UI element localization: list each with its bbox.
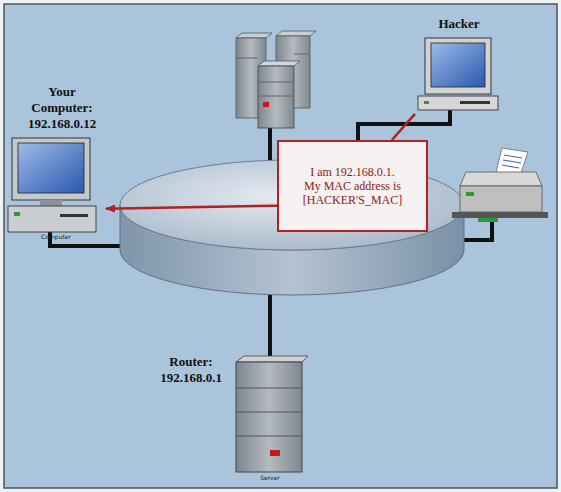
red-connector xyxy=(106,206,277,209)
hacker-node: Hacker xyxy=(415,12,503,116)
node-label: Your Computer: 192.168.0.12 xyxy=(22,84,102,132)
printer xyxy=(452,148,548,222)
router-tower xyxy=(236,356,308,472)
router-node: Router: 192.168.0.1Server xyxy=(150,350,310,485)
network-cables xyxy=(50,110,492,360)
device-caption: Server xyxy=(250,474,290,482)
your-computer xyxy=(8,138,96,232)
computer-node: Your Computer: 192.168.0.12Computer xyxy=(6,80,106,242)
node-label: Router: 192.168.0.1 xyxy=(150,354,232,386)
device-caption: Computer xyxy=(26,233,86,241)
callout-box: I am 192.168.0.1. My MAC address is [HAC… xyxy=(277,140,428,232)
red-connector xyxy=(392,114,415,140)
callout-text: I am 192.168.0.1. My MAC address is [HAC… xyxy=(302,165,404,207)
server-cluster xyxy=(236,31,316,128)
node-label: Hacker xyxy=(429,16,489,32)
background xyxy=(4,4,557,488)
hacker-computer xyxy=(418,38,498,110)
